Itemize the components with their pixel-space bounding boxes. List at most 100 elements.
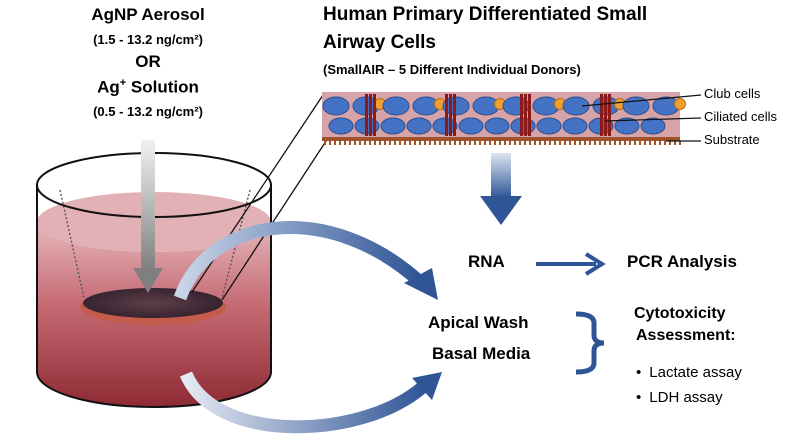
ciliated-cell <box>520 94 523 136</box>
substrate-pore <box>464 141 466 145</box>
substrate-pore <box>499 141 501 145</box>
rna-to-pcr-arrow <box>536 252 606 276</box>
substrate-pore <box>639 141 641 145</box>
substrate-pore <box>614 141 616 145</box>
substrate-pore <box>579 141 581 145</box>
solution-title-rest: Solution <box>126 77 199 97</box>
substrate-pore <box>444 141 446 145</box>
substrate-pore <box>414 141 416 145</box>
basal-cell <box>458 117 484 135</box>
substrate-pore <box>344 141 346 145</box>
epithelial-cell <box>562 96 590 116</box>
substrate-pore <box>354 141 356 145</box>
epithelial-cell <box>322 96 350 116</box>
substrate-pore <box>404 141 406 145</box>
club-cell <box>674 98 686 110</box>
substrate-pore <box>329 141 331 145</box>
substrate-pore <box>599 141 601 145</box>
substrate-pore <box>489 141 491 145</box>
label-ciliated-cells: Ciliated cells <box>704 109 777 124</box>
rna-label: RNA <box>468 252 505 271</box>
ciliated-cell <box>528 94 531 136</box>
substrate-pore <box>529 141 531 145</box>
substrate-pore <box>479 141 481 145</box>
substrate-pore <box>359 141 361 145</box>
substrate-pore <box>369 141 371 145</box>
substrate-pore <box>589 141 591 145</box>
pcr-analysis-label: PCR Analysis <box>627 252 737 271</box>
basal-cell <box>380 117 406 135</box>
substrate-pore <box>424 141 426 145</box>
label-club-cells: Club cells <box>704 86 761 101</box>
cells-to-rna-arrow <box>480 153 522 225</box>
ciliated-cell <box>445 94 448 136</box>
substrate-pore <box>494 141 496 145</box>
ciliated-cell <box>365 94 368 136</box>
solution-range: (0.5 - 13.2 ng/cm²) <box>93 104 203 119</box>
substrate-pore <box>649 141 651 145</box>
substrate-pore <box>509 141 511 145</box>
substrate-pore <box>384 141 386 145</box>
assay-item-lactate: Lactate assay <box>636 364 742 381</box>
substrate-pore <box>564 141 566 145</box>
substrate-pore <box>394 141 396 145</box>
assay-item-ldh: LDH assay <box>636 389 722 406</box>
solution-title-base: Ag <box>97 77 120 97</box>
substrate-pore <box>559 141 561 145</box>
substrate-pore <box>604 141 606 145</box>
substrate-pore <box>504 141 506 145</box>
substrate-pore <box>619 141 621 145</box>
apical-curve-arrow <box>173 221 438 301</box>
basal-media-label: Basal Media <box>432 344 531 363</box>
ciliated-cell <box>600 94 603 136</box>
substrate-pore <box>434 141 436 145</box>
or-label: OR <box>135 52 161 71</box>
substrate-pore <box>594 141 596 145</box>
substrate-pore <box>324 141 326 145</box>
insert-membrane <box>83 288 223 318</box>
substrate-pore <box>339 141 341 145</box>
substrate-pore <box>549 141 551 145</box>
substrate-pore <box>524 141 526 145</box>
airway-cell-layer <box>322 92 686 145</box>
substrate-pore <box>519 141 521 145</box>
substrate-pore <box>669 141 671 145</box>
cells-title-line2: Airway Cells <box>323 32 436 53</box>
substrate-pore <box>429 141 431 145</box>
cytotoxicity-title-line1: Cytotoxicity <box>634 305 726 322</box>
ciliated-cell <box>449 94 452 136</box>
substrate-pore <box>364 141 366 145</box>
substrate-pore <box>584 141 586 145</box>
basal-cell <box>562 117 588 135</box>
substrate <box>322 137 680 141</box>
basal-curve-arrow <box>179 371 442 434</box>
substrate-pore <box>644 141 646 145</box>
substrate-pore <box>659 141 661 145</box>
substrate-pore <box>389 141 391 145</box>
ciliated-cell <box>608 94 611 136</box>
substrate-pore <box>334 141 336 145</box>
aerosol-title: AgNP Aerosol <box>91 5 205 24</box>
substrate-pore <box>349 141 351 145</box>
substrate-pore <box>459 141 461 145</box>
cells-title-line1: Human Primary Differentiated Small <box>323 4 648 25</box>
solution-title: Ag+ Solution <box>58 77 238 98</box>
substrate-pore <box>574 141 576 145</box>
cytotoxicity-title-line2: Assessment: <box>636 327 736 344</box>
substrate-pore <box>374 141 376 145</box>
substrate-pore <box>654 141 656 145</box>
ciliated-cell <box>453 94 456 136</box>
substrate-pore <box>674 141 676 145</box>
insert-walls <box>59 189 251 299</box>
ciliated-cell <box>524 94 527 136</box>
substrate-pore <box>609 141 611 145</box>
aerosol-range: (1.5 - 13.2 ng/cm²) <box>93 32 203 47</box>
substrate-pore <box>409 141 411 145</box>
substrate-pore <box>539 141 541 145</box>
basal-cell <box>614 117 640 135</box>
culture-well <box>36 152 272 408</box>
substrate-pore <box>454 141 456 145</box>
ciliated-cell <box>373 94 376 136</box>
substrate-pore <box>399 141 401 145</box>
